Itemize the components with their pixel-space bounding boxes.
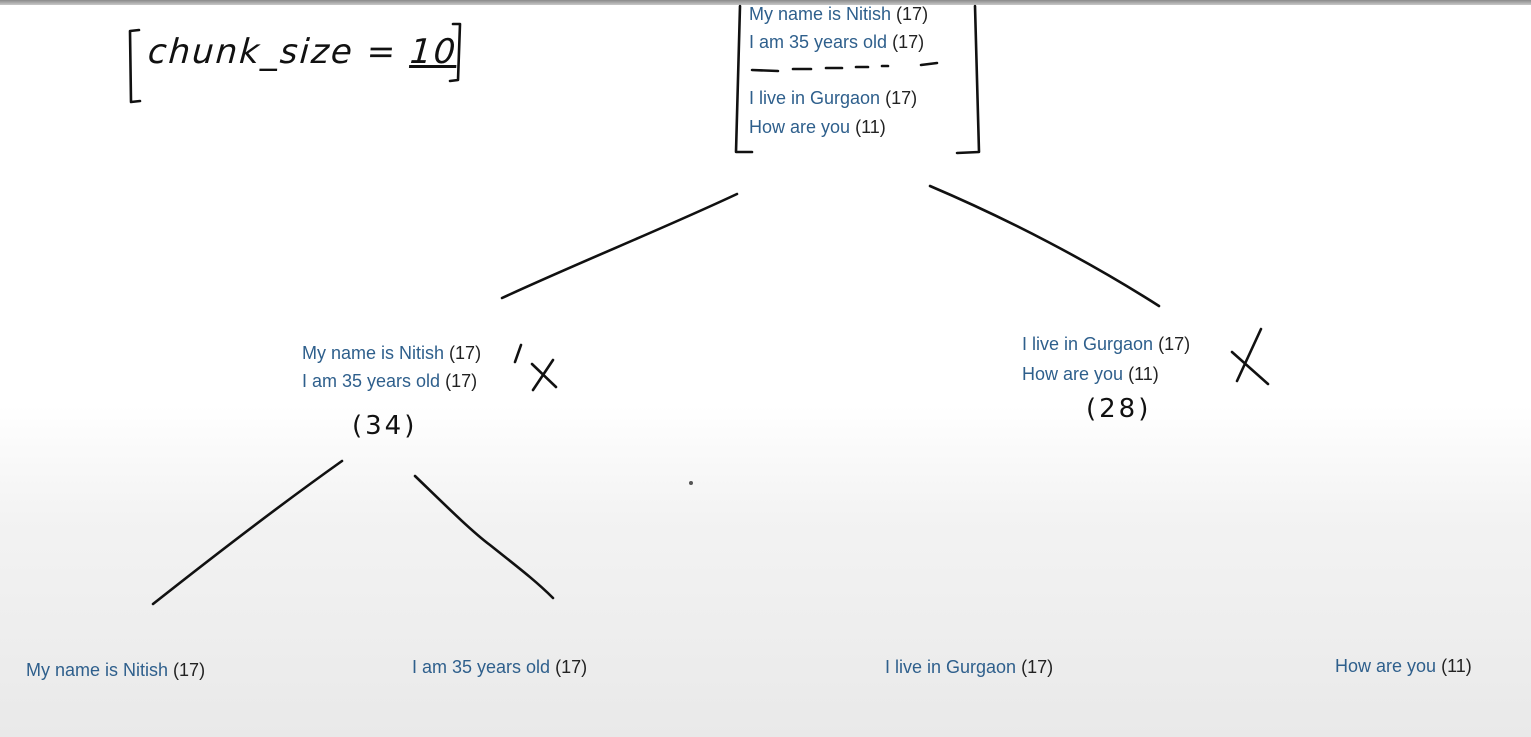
branch-root-left [500,192,739,300]
sentence-count: (17) [449,343,482,363]
sentence-count: (17) [885,88,918,108]
left-child-x-mark [530,358,558,392]
leaf-3: I live in Gurgaon (17) [885,653,1053,681]
chunk-bracket-right [448,22,462,83]
top-window-edge [0,0,1531,5]
sentence-text: I live in Gurgaon [885,657,1017,677]
sentence-count: (17) [173,660,206,680]
chunk-size-note: chunk_size = 10 [147,32,459,72]
sentence-text: I live in Gurgaon [1022,334,1154,354]
stray-dot [689,481,693,485]
right-child-x-mark [1230,327,1270,386]
branch-left-right [413,474,555,600]
right-child-sentence-1: I live in Gurgaon (17) [1022,330,1190,358]
sentence-text: How are you [749,117,851,137]
sentence-text: How are you [1022,364,1124,384]
root-dashed-separator [750,61,939,73]
leaf-1: My name is Nitish (17) [26,656,205,684]
chunk-bracket-left [128,28,142,104]
sentence-text: My name is Nitish [749,4,892,24]
sentence-count: (17) [1158,334,1191,354]
left-child-slash [513,343,523,364]
sentence-text: I am 35 years old [412,657,551,677]
sentence-text: My name is Nitish [302,343,445,363]
left-child-sentence-2: I am 35 years old (17) [302,367,477,395]
sentence-count: (11) [855,117,886,137]
root-sentence-2: I am 35 years old (17) [749,28,924,56]
branch-left-left [151,459,344,606]
root-bracket-right [955,4,981,155]
branch-root-right [928,184,1161,308]
sentence-count: (17) [1021,657,1054,677]
sentence-count: (17) [896,4,929,24]
sentence-count: (17) [555,657,588,677]
left-child-sentence-1: My name is Nitish (17) [302,339,481,367]
root-sentence-4: How are you (11) [749,113,886,141]
root-bracket-left [734,4,754,154]
sentence-text: I am 35 years old [749,32,888,52]
sentence-text: My name is Nitish [26,660,169,680]
root-sentence-3: I live in Gurgaon (17) [749,84,917,112]
right-child-total: (28) [1086,394,1152,424]
sentence-count: (11) [1441,656,1472,676]
leaf-2: I am 35 years old (17) [412,653,587,681]
sentence-count: (17) [892,32,925,52]
sentence-count: (17) [445,371,478,391]
chunk-size-value: 10 [408,32,459,72]
root-sentence-1: My name is Nitish (17) [749,0,928,28]
sentence-text: How are you [1335,656,1437,676]
sentence-text: I am 35 years old [302,371,441,391]
sentence-text: I live in Gurgaon [749,88,881,108]
left-child-total: (34) [352,411,418,441]
chunk-size-label: chunk_size = [146,32,412,72]
right-child-sentence-2: How are you (11) [1022,360,1159,388]
leaf-4: How are you (11) [1335,652,1472,680]
sentence-count: (11) [1128,364,1159,384]
